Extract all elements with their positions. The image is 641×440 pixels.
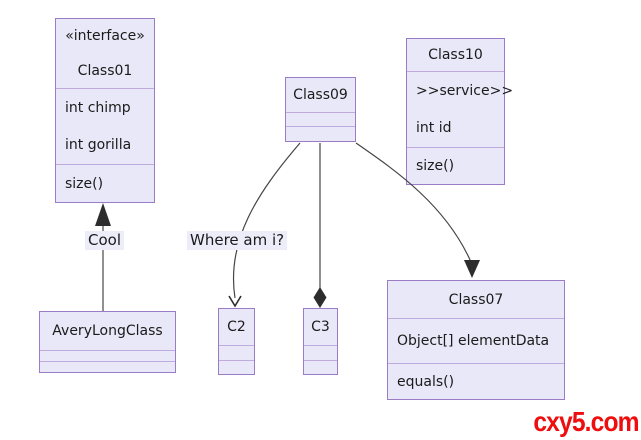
class10-method: size() (416, 158, 455, 174)
class09-name: Class09 (293, 87, 348, 103)
class-box-class01: «interface» Class01 int chimp int gorill… (55, 18, 155, 203)
class01-name: Class01 (77, 62, 133, 79)
edge-class09-to-c2 (228, 142, 301, 308)
watermark-cxy5: cxy5.com (533, 406, 640, 437)
averylongclass-name: AveryLongClass (52, 323, 163, 339)
class09-methods-empty (286, 126, 355, 141)
c3-methods-empty (304, 360, 337, 374)
class07-method: equals() (397, 373, 455, 390)
open-arrowhead-icon (228, 295, 242, 308)
edge-label-cool: Cool (85, 231, 124, 250)
class10-attribute: >>service>> (416, 82, 514, 99)
edge-class09-to-c3 (313, 143, 327, 308)
class-box-class10: Class10 >>service>> int id size() (406, 38, 514, 185)
class01-attribute: int gorilla (65, 137, 132, 154)
class-box-class07: Class07 Object[] elementData equals() (387, 280, 565, 400)
filled-triangle-arrowhead-icon (464, 260, 480, 278)
class-box-c2: C2 (218, 308, 255, 375)
edge-label-where-am-i: Where am i? (187, 231, 288, 250)
c3-name: C3 (311, 319, 330, 335)
c3-attributes-empty (304, 345, 337, 360)
edge-averylongclass-to-class01 (95, 203, 111, 311)
class01-stereotype: «interface» (65, 28, 145, 45)
class10-name: Class10 (428, 47, 483, 63)
filled-diamond-icon (313, 287, 327, 308)
c2-methods-empty (219, 360, 254, 374)
c2-name: C2 (227, 319, 246, 335)
class-box-c3: C3 (303, 308, 338, 375)
class-box-averylongclass: AveryLongClass (39, 311, 176, 373)
class-box-class09: Class09 (285, 77, 356, 142)
filled-triangle-arrowhead-icon (95, 203, 111, 226)
class07-name: Class07 (448, 291, 504, 308)
averylongclass-attributes-empty (40, 350, 175, 361)
class10-attribute: int id (416, 120, 452, 137)
class09-attributes-empty (286, 112, 355, 126)
class01-attribute: int chimp (65, 99, 131, 116)
averylongclass-methods-empty (40, 361, 175, 372)
class01-method: size() (65, 175, 104, 192)
class07-attribute: Object[] elementData (397, 333, 550, 349)
c2-attributes-empty (219, 345, 254, 360)
